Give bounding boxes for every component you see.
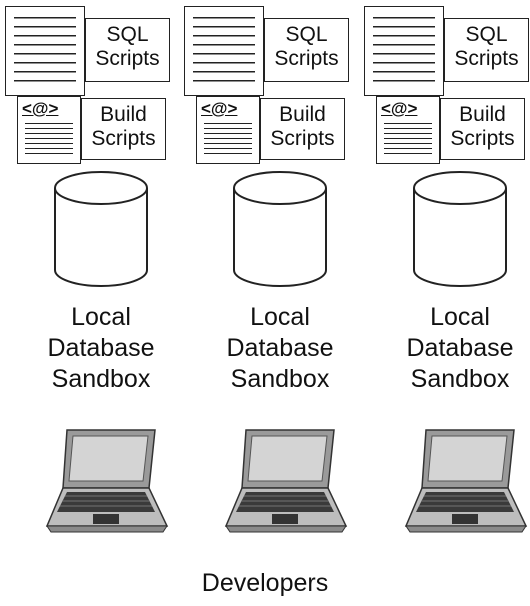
database-cylinder-icon — [54, 171, 148, 287]
database-label: Local Database Sandbox — [5, 302, 197, 395]
database-label-line: Local — [71, 303, 131, 331]
build-tag: <@> — [201, 99, 238, 118]
database-label-line: Database — [47, 334, 155, 362]
sandbox-column: SQL Scripts <@> Build Scripts Local Data… — [364, 0, 530, 560]
database-label-line: Sandbox — [230, 365, 330, 393]
build-label-line: Scripts — [91, 127, 156, 150]
database-cylinder-icon — [233, 171, 327, 287]
build-tag: <@> — [381, 99, 418, 118]
sql-label-line: SQL — [465, 23, 508, 46]
database-label-line: Database — [226, 334, 334, 362]
sql-label-line: SQL — [106, 23, 149, 46]
build-label-line: Scripts — [450, 127, 515, 150]
sandbox-column: SQL Scripts <@> Build Scripts Local Data… — [184, 0, 354, 560]
database-label: Local Database Sandbox — [184, 302, 376, 395]
sql-scripts-label: SQL Scripts — [85, 18, 170, 82]
build-document-icon: <@> — [196, 96, 260, 164]
database-label-line: Sandbox — [51, 365, 151, 393]
sql-document-icon — [5, 6, 85, 96]
sql-label-line: Scripts — [454, 47, 519, 70]
laptop-icon — [224, 429, 348, 533]
database-label-line: Local — [430, 303, 490, 331]
sql-label-line: SQL — [285, 23, 328, 46]
build-label-line: Build — [100, 103, 147, 126]
database-label-line: Sandbox — [410, 365, 510, 393]
build-tag: <@> — [22, 99, 59, 118]
sql-document-icon — [184, 6, 264, 96]
database-label: Local Database Sandbox — [364, 302, 530, 395]
laptop-icon — [404, 429, 528, 533]
build-scripts-label: Build Scripts — [81, 98, 166, 160]
sql-label-line: Scripts — [274, 47, 339, 70]
build-scripts-label: Build Scripts — [440, 98, 525, 160]
database-label-line: Database — [406, 334, 514, 362]
build-label-line: Build — [459, 103, 506, 126]
sandbox-column: SQL Scripts <@> Build Scripts Local Data… — [5, 0, 175, 560]
database-label-line: Local — [250, 303, 310, 331]
build-document-icon: <@> — [17, 96, 81, 164]
database-cylinder-icon — [413, 171, 507, 287]
sql-scripts-label: SQL Scripts — [264, 18, 349, 82]
build-document-icon: <@> — [376, 96, 440, 164]
sql-label-line: Scripts — [95, 47, 160, 70]
sql-scripts-label: SQL Scripts — [444, 18, 529, 82]
laptop-icon — [45, 429, 169, 533]
build-label-line: Scripts — [270, 127, 335, 150]
developers-label: Developers — [201, 569, 329, 597]
build-scripts-label: Build Scripts — [260, 98, 345, 160]
build-label-line: Build — [279, 103, 326, 126]
sql-document-icon — [364, 6, 444, 96]
